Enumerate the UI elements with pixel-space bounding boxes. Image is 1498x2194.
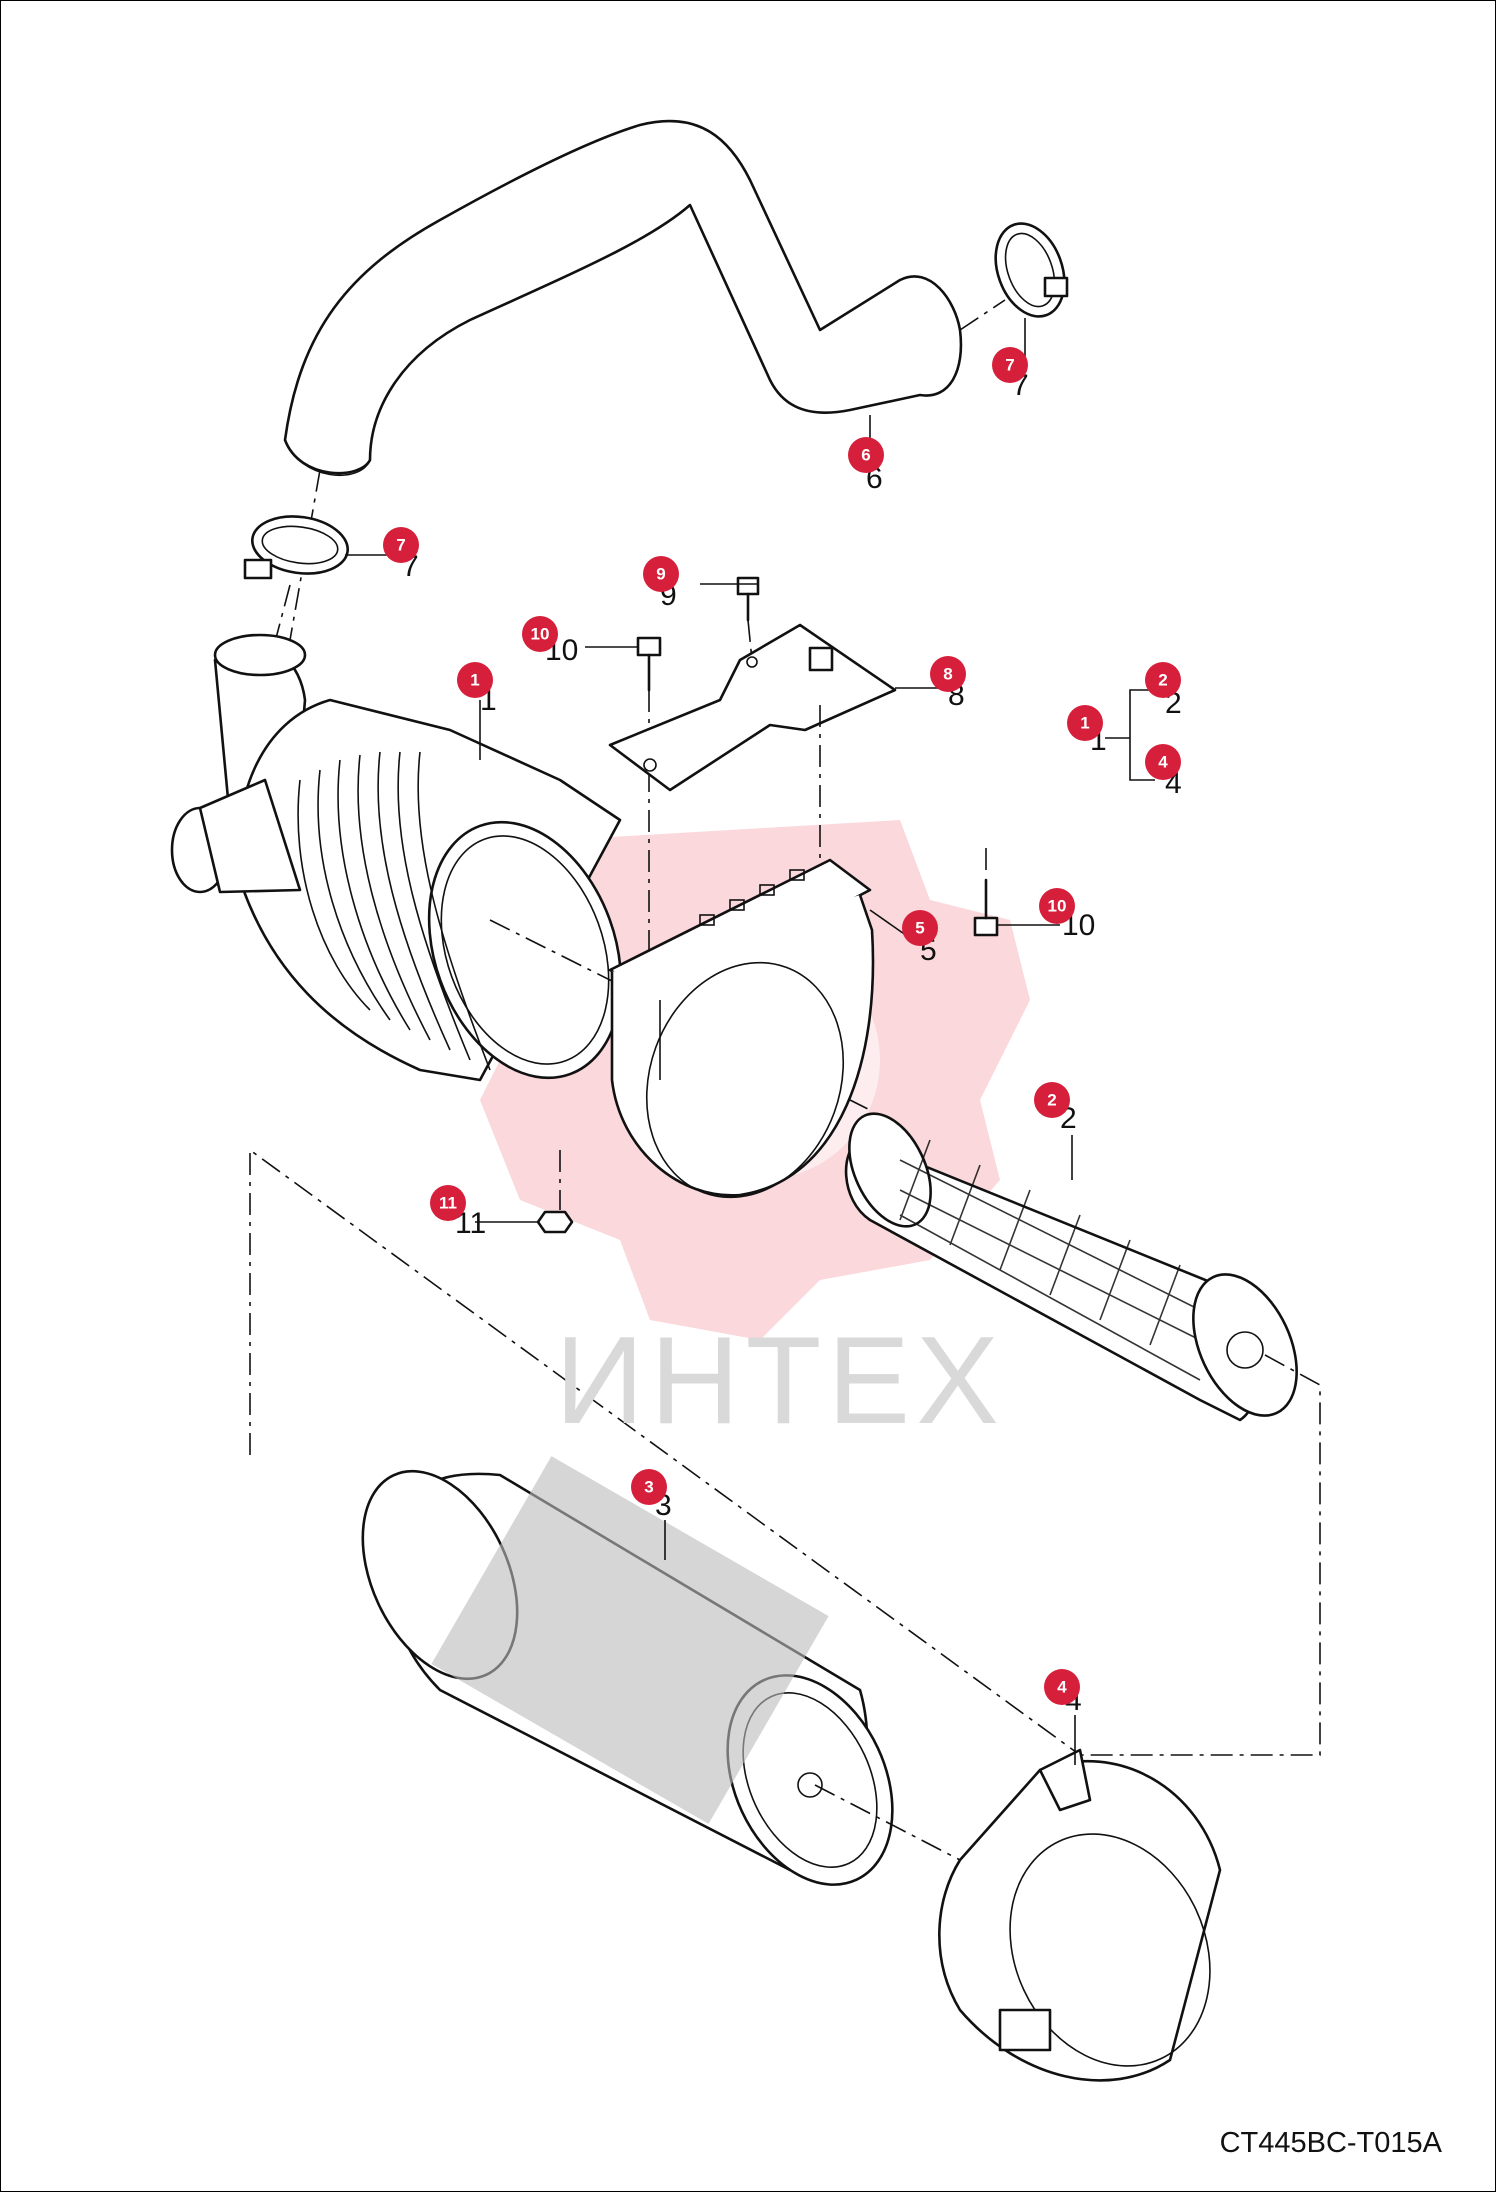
- bolt-right: [973, 878, 999, 937]
- svg-text:8: 8: [943, 665, 952, 684]
- svg-text:2: 2: [1047, 1091, 1056, 1110]
- svg-text:1: 1: [1080, 714, 1089, 733]
- badge-bolt-right: 10: [1039, 888, 1075, 924]
- air-hose: [283, 119, 963, 477]
- figure-code: CT445BC-T015A: [1219, 2127, 1442, 2159]
- svg-text:7: 7: [1005, 356, 1014, 375]
- hose-clamp-top: [994, 222, 1069, 318]
- svg-text:7: 7: [396, 536, 405, 555]
- inner-safety-filter: [844, 1112, 1298, 1422]
- badge-housing: 1: [457, 662, 493, 698]
- svg-text:4: 4: [1057, 1678, 1067, 1697]
- badge-clamp-top: 7: [992, 347, 1028, 383]
- svg-text:10: 10: [531, 625, 550, 644]
- badge-cap: 4: [1044, 1669, 1080, 1705]
- end-cap: [938, 1748, 1222, 2082]
- axis-outer-filter: [249, 1148, 1081, 1756]
- outer-primary-filter: [361, 1456, 894, 1886]
- svg-text:9: 9: [656, 565, 665, 584]
- svg-text:10: 10: [1048, 897, 1067, 916]
- bolt-top: [736, 576, 760, 622]
- badge-nut: 11: [430, 1185, 466, 1221]
- svg-text:3: 3: [644, 1478, 653, 1497]
- axis-hose-clamp2: [959, 299, 1006, 331]
- badge-plate: 8: [930, 656, 966, 692]
- badge-bolt-top: 9: [643, 556, 679, 592]
- hose-clamp-left: [243, 515, 349, 580]
- axis-inner-filter: [1080, 1354, 1321, 1756]
- badge-inner-filter: 2: [1034, 1082, 1070, 1118]
- svg-text:11: 11: [439, 1194, 457, 1213]
- band-bracket: [608, 858, 875, 1199]
- badge-outer-filter: 3: [631, 1469, 667, 1505]
- svg-text:6: 6: [861, 446, 870, 465]
- badge-hose: 6: [848, 437, 884, 473]
- axis-bolt-top: [747, 619, 753, 661]
- hex-nut: [536, 1210, 574, 1234]
- svg-text:5: 5: [915, 919, 924, 938]
- badge-clamp-left: 7: [383, 527, 419, 563]
- watermark-text: ИНТЕХ: [555, 1312, 1005, 1450]
- callout-badges: 6 7 7 9 10 8 1 5 10 2 11 3 4 1 2 4: [383, 347, 1181, 1705]
- air-cleaner-housing: [170, 633, 623, 1082]
- badge-bolt-left: 10: [522, 616, 558, 652]
- badge-band: 5: [902, 910, 938, 946]
- badge-legend-parent: 1: [1067, 705, 1103, 741]
- axis-filter-cap: [814, 1784, 961, 1861]
- svg-text:4: 4: [1158, 753, 1168, 772]
- badge-legend-child-2: 4: [1145, 744, 1181, 780]
- svg-text:1: 1: [470, 671, 479, 690]
- svg-text:2: 2: [1158, 671, 1167, 690]
- badge-legend-child-1: 2: [1145, 662, 1181, 698]
- bolt-left: [636, 636, 662, 692]
- mounting-plate: [608, 623, 897, 792]
